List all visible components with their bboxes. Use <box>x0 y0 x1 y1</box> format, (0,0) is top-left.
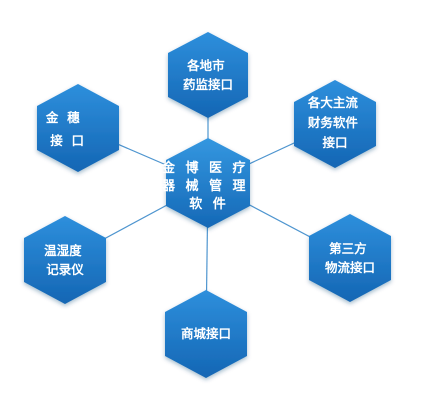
node-logistics: 第三方 物流接口 <box>309 214 391 302</box>
node-hygrometer: 温湿度 记录仪 <box>24 216 106 304</box>
node-label-line: 各大主流 <box>307 95 359 110</box>
node-label-line: 各地市 <box>186 58 225 73</box>
svg-text:商城接口: 商城接口 <box>181 326 231 341</box>
hub-label-line: 软 件 <box>189 196 229 212</box>
hexagon-shape <box>294 80 376 168</box>
node-label-line: 物流接口 <box>325 260 375 275</box>
node-drug-regulator: 各地市 药监接口 <box>168 32 248 118</box>
svg-text:各大主流 财务软件 接口: 各大主流 财务软件 接口 <box>307 95 362 150</box>
svg-text:各地市 药监接口: 各地市 药监接口 <box>183 58 233 92</box>
hexagon-shape <box>309 214 391 302</box>
node-label-line: 温湿度 <box>44 243 82 258</box>
node-label-line: 接 口 <box>50 133 84 148</box>
svg-text:金 穗 接 口: 金 穗 接 口 <box>0 0 110 148</box>
svg-text:金 博 医 疗 器 械 管 理 软: 金 博 医 疗 器 械 管 理 软 件 <box>161 160 256 212</box>
node-label-line: 药监接口 <box>183 77 233 92</box>
node-center-hub: 金 博 医 疗 器 械 管 理 软 件 <box>161 138 256 228</box>
hexagon-shape <box>37 84 119 172</box>
hub-label-line: 器 械 管 理 <box>161 178 249 194</box>
node-finance-software: 各大主流 财务软件 接口 <box>294 80 376 168</box>
svg-text:温湿度 记录仪: 温湿度 记录仪 <box>44 243 86 277</box>
node-jinsui: 金 穗 接 口 <box>0 0 119 172</box>
node-label-line: 商城接口 <box>181 326 231 341</box>
hub-label-line: 金 博 医 疗 <box>161 160 249 176</box>
hexagon-shape <box>24 216 106 304</box>
node-label-line: 第三方 <box>329 241 367 256</box>
node-label-line: 金 穗 <box>45 110 80 125</box>
node-mall: 商城接口 <box>165 290 247 378</box>
hexagon-shape <box>165 290 247 378</box>
hexagon-shape <box>168 32 248 118</box>
node-label-line: 记录仪 <box>46 262 84 277</box>
hub-hexagon-shape <box>166 138 250 228</box>
svg-text:第三方 物流接口: 第三方 物流接口 <box>325 241 375 275</box>
node-label-line: 财务软件 <box>307 115 359 130</box>
node-label-line: 接口 <box>322 135 347 150</box>
